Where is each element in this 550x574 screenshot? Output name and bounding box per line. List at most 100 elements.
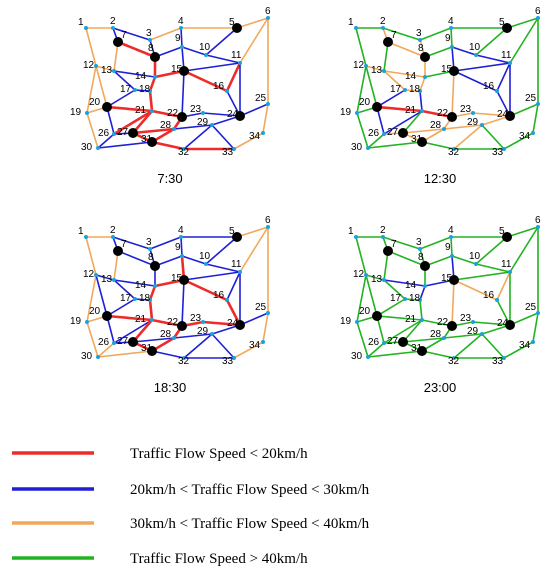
node-28 [172,127,176,131]
hub-node-20 [102,102,112,112]
node-label-3: 3 [146,28,152,39]
node-label-12: 12 [353,269,365,280]
road-18-14 [419,76,426,92]
node-12 [94,273,98,277]
road-9-10 [181,46,207,56]
node-16 [495,298,499,302]
node-17 [133,297,137,301]
hub-node-15 [179,275,189,285]
road-17-20 [376,89,406,108]
node-30 [96,146,100,150]
road-21-26 [113,319,153,344]
node-label-11: 11 [231,50,242,61]
road-20-21 [105,314,154,322]
road-30-31 [367,350,423,358]
node-label-24: 24 [227,318,239,329]
node-label-16: 16 [213,81,225,92]
node-label-34: 34 [519,340,531,351]
node-label-25: 25 [255,93,267,104]
road-10-11 [475,54,511,64]
node-label-4: 4 [178,225,184,236]
node-label-30: 30 [81,351,93,362]
road-9-4 [450,27,453,48]
node-14 [153,284,157,288]
node-17 [133,88,137,92]
hub-node-5 [502,232,512,242]
road-1-12 [85,236,97,276]
road-28-29 [173,124,213,130]
road-16-11 [226,271,241,301]
node-33 [502,147,506,151]
road-7-8 [116,40,157,59]
road-22-15 [181,70,185,118]
node-13 [112,278,116,282]
node-label-22: 22 [437,317,449,328]
road-7-8 [387,250,426,267]
road-32-29 [453,124,483,150]
road-10-5 [205,27,238,56]
node-19 [355,320,359,324]
node-label-34: 34 [519,131,531,142]
hub-node-5 [232,232,242,242]
road-18-21 [419,90,423,112]
node-10 [474,53,478,57]
node-label-5: 5 [499,226,505,237]
road-27-28 [131,127,176,135]
road-21-26 [112,109,154,136]
node-label-2: 2 [380,16,386,27]
road-13-14 [383,279,426,287]
node-label-23: 23 [460,104,472,115]
node-12 [364,273,368,277]
node-4 [179,26,183,30]
node-label-21: 21 [135,314,147,325]
node-label-18: 18 [409,293,421,304]
road-32-29 [183,124,213,150]
node-label-30: 30 [351,142,363,153]
node-25 [536,311,540,315]
node-label-10: 10 [469,42,481,53]
node-11 [508,61,512,65]
road-31-32 [151,350,185,359]
node-18 [148,298,152,302]
node-label-23: 23 [190,104,202,115]
node-21 [150,318,154,322]
node-13 [382,278,386,282]
hub-node-5 [232,23,242,33]
node-label-7: 7 [391,239,397,250]
node-label-10: 10 [199,251,211,262]
node-18 [418,89,422,93]
road-21-22 [421,319,453,327]
node-label-14: 14 [135,71,147,82]
road-9-4 [180,236,183,257]
node-4 [449,235,453,239]
node-32 [452,147,456,151]
node-label-5: 5 [499,17,505,28]
road-22-15 [451,279,455,327]
node-label-5: 5 [229,17,235,28]
node-label-1: 1 [348,17,354,28]
node-2 [381,235,385,239]
node-label-21: 21 [405,314,417,325]
node-label-6: 6 [265,215,271,226]
hub-node-31 [417,137,427,147]
node-label-20: 20 [89,306,101,317]
road-20-12 [365,274,378,317]
node-label-7: 7 [121,239,127,250]
road-18-14 [419,285,426,301]
road-9-10 [451,46,477,56]
road-13-14 [113,279,156,287]
road-22-15 [451,70,455,118]
road-23-24 [472,321,511,326]
node-label-14: 14 [405,280,417,291]
node-label-17: 17 [390,293,402,304]
road-17-20 [376,298,406,317]
road-13-14 [113,70,156,78]
road-23-24 [472,112,511,117]
road-18-21 [148,89,154,113]
node-30 [366,146,370,150]
road-5-6 [506,226,539,238]
road-21-26 [383,319,423,344]
hub-node-7 [113,37,123,47]
node-label-15: 15 [441,273,453,284]
